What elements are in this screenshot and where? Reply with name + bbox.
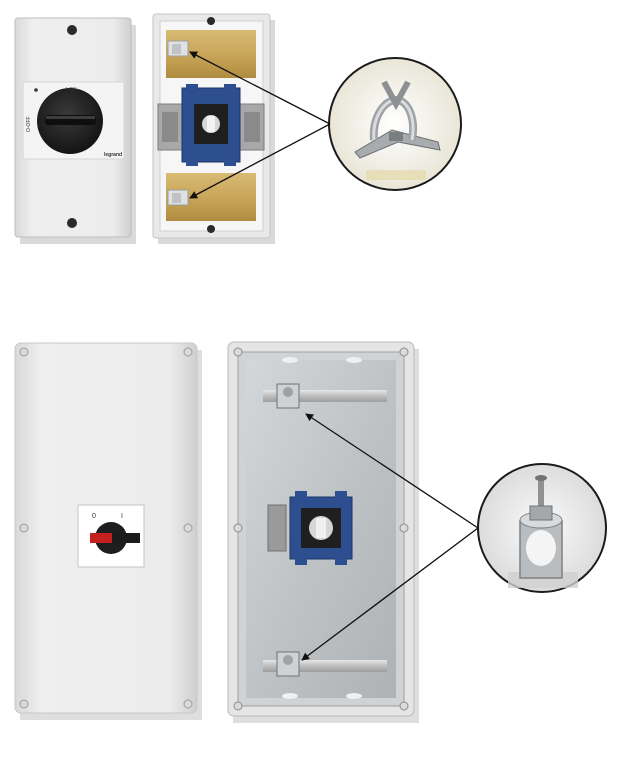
selector-handle-red	[90, 533, 112, 543]
bottom-closed-switch: 0 I	[14, 342, 202, 720]
label-off: 0	[92, 513, 96, 520]
selector-handle-black	[112, 533, 140, 543]
label-on: I	[121, 513, 123, 520]
dial-mark-off: O-OFF	[26, 116, 32, 132]
brand-mark: legrand	[104, 152, 122, 158]
dial-mark-on: I-ON	[66, 87, 77, 93]
bottom-open-switch	[227, 341, 419, 723]
bottom-mounting-screw	[67, 218, 77, 228]
top-mounting-screw	[67, 25, 77, 35]
top-callout-arrows	[189, 51, 331, 199]
bottom-clamp-detail-icon	[477, 463, 607, 593]
top-open-switch	[152, 13, 275, 244]
top-clamp-detail-icon	[328, 57, 462, 191]
bottom-callout-arrows	[301, 413, 479, 661]
top-closed-switch: I-ON O-OFF legrand	[14, 17, 136, 244]
